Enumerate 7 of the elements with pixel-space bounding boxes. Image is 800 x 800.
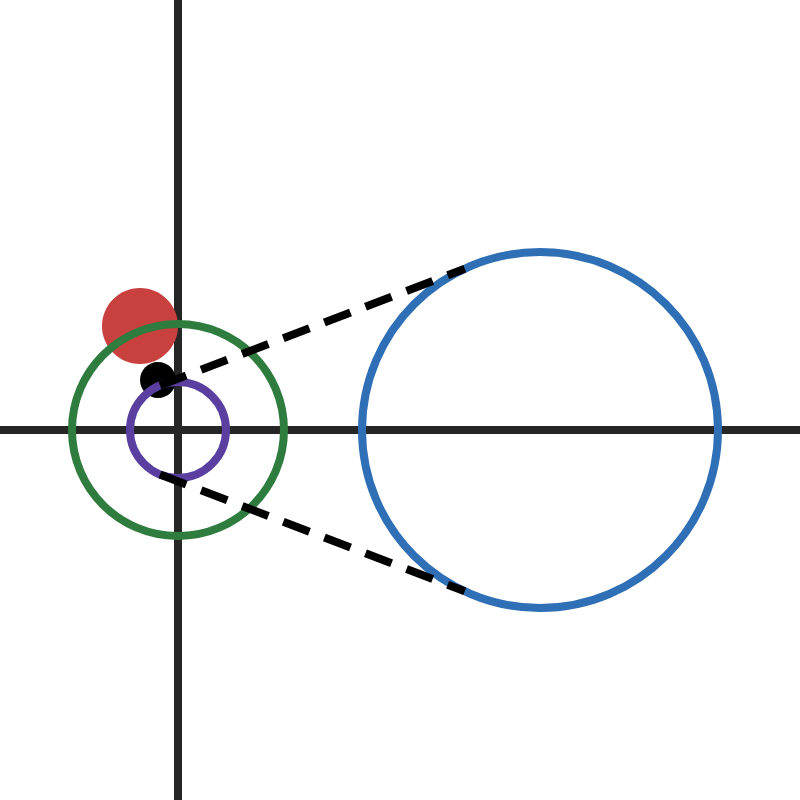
circle-outline — [358, 248, 722, 612]
dashed-line — [158, 264, 467, 390]
dot — [102, 288, 178, 364]
circle-outline — [126, 378, 230, 482]
circle-outline — [68, 320, 288, 540]
dashed-line — [158, 470, 467, 596]
dot — [140, 362, 176, 398]
